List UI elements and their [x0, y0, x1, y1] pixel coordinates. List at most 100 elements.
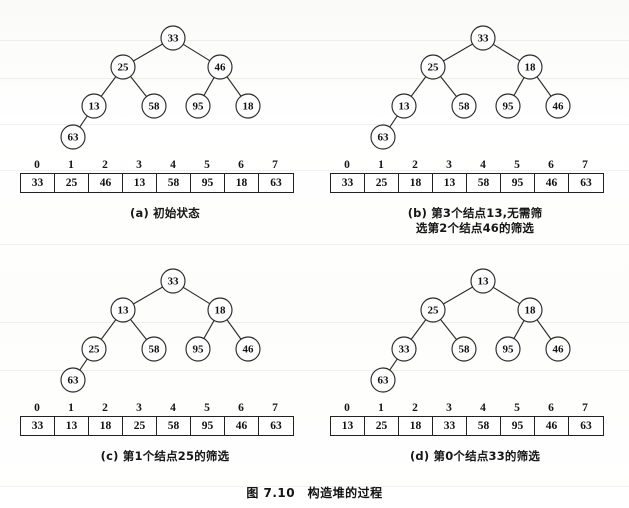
array-cell: 46	[225, 417, 259, 435]
array-index-label: 0	[344, 159, 350, 171]
array-cell: 46	[535, 417, 569, 435]
tree-node-circle	[420, 297, 446, 323]
array-cell: 46	[535, 174, 569, 192]
caption-d: (d) 第0个结点33的筛选	[330, 449, 620, 464]
array-cell: 18	[225, 174, 259, 192]
tree-node: 95	[185, 93, 211, 119]
tree-node-circle	[81, 336, 107, 362]
tree-edge	[226, 319, 242, 340]
array-index-label: 1	[378, 402, 384, 414]
tree-edge	[492, 43, 521, 62]
tree-edge	[133, 286, 163, 305]
tree-node-circle	[141, 336, 167, 362]
tree-edge	[203, 320, 215, 339]
tree-node: 58	[141, 336, 167, 362]
tree-edge	[443, 43, 473, 62]
tree-node: 46	[545, 336, 571, 362]
array-index-label: 4	[480, 159, 486, 171]
array-cell: 18	[89, 417, 123, 435]
array-index-label: 6	[238, 159, 244, 171]
tree-node-label: 58	[459, 344, 471, 356]
tree-edge	[536, 319, 552, 340]
tree-node: 63	[60, 124, 86, 150]
array-cell: 25	[365, 417, 399, 435]
array-index-label: 2	[412, 159, 418, 171]
tree-node: 13	[391, 93, 417, 119]
tree-node: 46	[545, 93, 571, 119]
tree-node-label: 13	[89, 101, 101, 113]
tree-node: 95	[495, 336, 521, 362]
tree-node-label: 58	[459, 101, 471, 113]
tree-node-label: 95	[503, 101, 515, 113]
tree-node: 63	[60, 367, 86, 393]
tree-node-label: 46	[243, 344, 255, 356]
tree-node-circle	[391, 336, 417, 362]
caption-a-line1: (a) 初始状态	[130, 206, 200, 220]
tree-node-circle	[517, 54, 543, 80]
tree-edge	[130, 319, 147, 340]
array-index-label: 2	[102, 402, 108, 414]
tree-node: 33	[160, 25, 186, 51]
array-index-label: 0	[34, 159, 40, 171]
array-cell: 58	[157, 417, 191, 435]
tree-node-circle	[370, 124, 396, 150]
array-index-label: 1	[68, 402, 74, 414]
array-index-label: 1	[68, 159, 74, 171]
tree-node: 95	[185, 336, 211, 362]
tree-node: 46	[207, 54, 233, 80]
array-index-label: 7	[272, 159, 278, 171]
array-cell: 95	[191, 174, 225, 192]
array-cell: 46	[89, 174, 123, 192]
tree-node-label: 33	[168, 276, 180, 288]
array-cell: 33	[331, 174, 365, 192]
tree-node-circle	[451, 336, 477, 362]
tree-node: 95	[495, 93, 521, 119]
tree-node: 33	[391, 336, 417, 362]
tree-node-label: 25	[89, 344, 101, 356]
heap-tree-c: 33 13 18 25 58 95 46 63	[60, 268, 261, 393]
tree-node-label: 63	[378, 132, 390, 144]
tree-edge	[130, 76, 147, 97]
array-index-label: 5	[204, 159, 210, 171]
tree-node-circle	[451, 93, 477, 119]
tree-node-circle	[185, 93, 211, 119]
tree-node-label: 63	[378, 375, 390, 387]
tree-node-circle	[470, 25, 496, 51]
tree-edge	[389, 115, 398, 128]
tree-node: 25	[110, 54, 136, 80]
tree-node-label: 63	[68, 375, 80, 387]
tree-edge	[100, 76, 117, 97]
figure-title: 图 7.10 构造堆的过程	[246, 486, 383, 500]
tree-node: 18	[235, 93, 261, 119]
tree-node: 25	[420, 297, 446, 323]
array-index-label: 3	[136, 159, 142, 171]
array-cell: 13	[123, 174, 157, 192]
tree-edge	[182, 43, 211, 62]
tree-node: 18	[207, 297, 233, 323]
tree-node-label: 18	[525, 62, 537, 74]
tree-node-label: 18	[215, 305, 227, 317]
array-index-label: 7	[582, 402, 588, 414]
array-cell: 25	[123, 417, 157, 435]
tree-edge	[513, 77, 525, 96]
tree-node-circle	[60, 367, 86, 393]
tree-edge	[182, 286, 211, 305]
tree-node-label: 25	[428, 305, 440, 317]
tree-node-circle	[81, 93, 107, 119]
array-cell: 33	[21, 174, 55, 192]
caption-b: (b) 第3个结点13,无需筛 选第2个结点46的筛选	[330, 206, 620, 236]
array-cell: 63	[259, 417, 293, 435]
tree-node-label: 33	[478, 33, 490, 45]
array-cell: 58	[467, 417, 501, 435]
tree-node-label: 95	[193, 101, 205, 113]
tree-edge	[410, 76, 427, 97]
tree-node: 13	[110, 297, 136, 323]
tree-edge	[410, 319, 427, 340]
array-index-label: 2	[412, 402, 418, 414]
